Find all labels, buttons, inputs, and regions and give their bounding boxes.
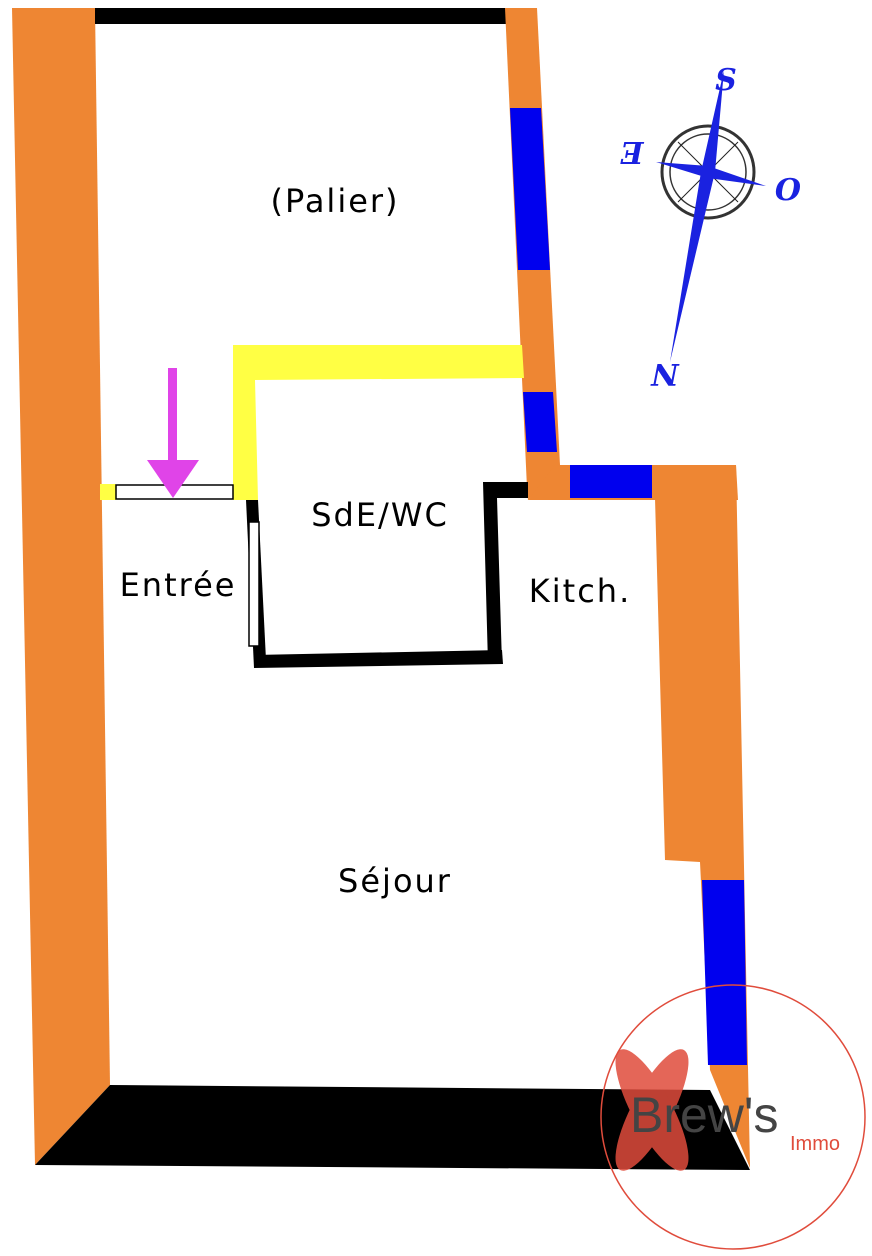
palier-window-upper: [510, 108, 550, 270]
compass-south: S: [715, 63, 737, 98]
room-label-entree: Entrée: [120, 566, 237, 604]
brand-logo-name: Brew's: [630, 1087, 778, 1143]
compass-rose: [656, 70, 766, 362]
bottom-wall: [35, 1085, 750, 1170]
palier-window-lower: [523, 392, 557, 452]
room-label-palier: (Palier): [270, 182, 399, 220]
compass-north: N: [650, 356, 680, 391]
room-label-sde-wc: SdE/WC: [311, 496, 449, 534]
left-exterior-wall: [12, 8, 110, 1165]
sde-right-wall: [483, 482, 528, 664]
compass-east: E: [619, 134, 644, 169]
brand-logo: Brew's Immo: [600, 984, 866, 1250]
kitchen-window: [570, 465, 652, 498]
room-label-sejour: Séjour: [338, 862, 452, 900]
sde-door[interactable]: [248, 521, 260, 647]
entrance-arrow: [147, 368, 199, 498]
sde-bottom-wall: [254, 650, 503, 668]
partition-wall: [233, 345, 524, 500]
room-label-kitchen: Kitch.: [529, 572, 631, 610]
partition-stub: [100, 484, 116, 500]
compass-west: O: [775, 173, 801, 208]
top-wall: [95, 8, 507, 24]
sejour-window: [702, 880, 747, 1065]
brand-logo-sub: Immo: [790, 1133, 840, 1155]
